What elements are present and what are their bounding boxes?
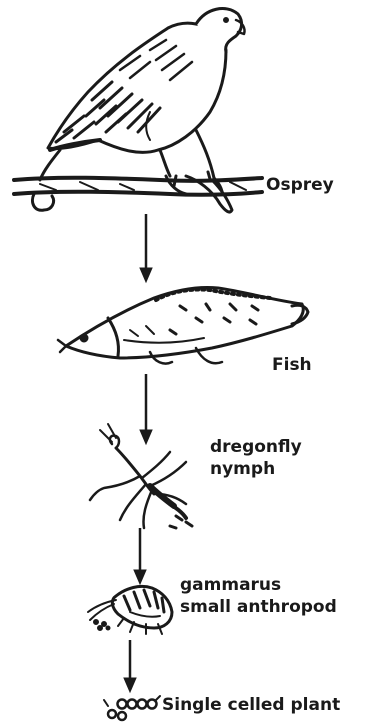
label-dragonfly-nymph: dregonfly nymph (210, 436, 302, 480)
label-dragonfly-line-1: dregonfly (210, 436, 302, 458)
label-gammarus: gammarus small anthropod (180, 574, 337, 618)
dragonfly-nymph-icon (90, 424, 192, 528)
label-gammarus-line-1: gammarus (180, 574, 337, 596)
gammarus-icon (88, 586, 172, 634)
arrow-gammarus-to-dragonfly (134, 528, 146, 584)
single-celled-plant-icon (104, 696, 160, 720)
label-plant-line: Single celled plant (162, 694, 340, 716)
arrow-fish-to-osprey (140, 214, 152, 282)
arrow-dragonfly-to-fish (140, 374, 152, 444)
osprey-icon (14, 9, 262, 212)
label-osprey-line: Osprey (266, 174, 334, 196)
label-single-celled-plant: Single celled plant (162, 694, 340, 716)
label-osprey: Osprey (266, 174, 334, 196)
fish-icon (58, 287, 308, 363)
label-fish: Fish (272, 354, 312, 376)
label-dragonfly-line-2: nymph (210, 458, 302, 480)
label-gammarus-line-2: small anthropod (180, 596, 337, 618)
label-fish-line: Fish (272, 354, 312, 376)
arrow-plant-to-gammarus (124, 640, 136, 692)
